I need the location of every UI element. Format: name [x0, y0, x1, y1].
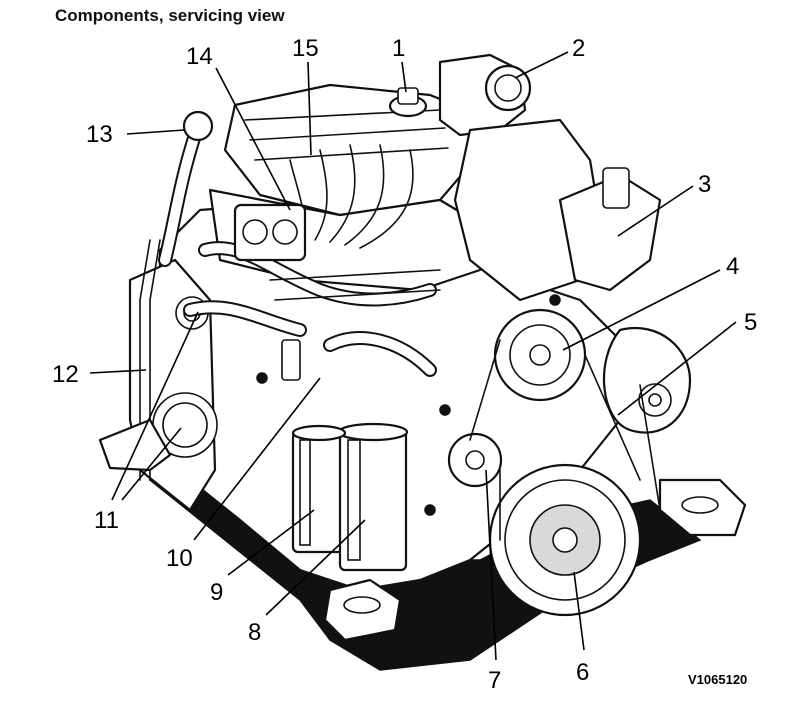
- leader-3: [617, 185, 694, 237]
- leader-2: [514, 51, 569, 79]
- leader-5: [617, 321, 737, 416]
- leader-14: [215, 67, 291, 211]
- callout-9: 9: [210, 579, 223, 606]
- callout-12: 12: [52, 361, 79, 388]
- leader-6: [573, 571, 585, 651]
- callout-6: 6: [576, 659, 589, 686]
- callout-10: 10: [166, 545, 193, 572]
- callouts: 1 2 3 4 5 6 7 8 9 10 11 12 13 14 15: [52, 35, 757, 694]
- leader-8: [265, 519, 366, 616]
- leader-10: [193, 377, 321, 541]
- leader-4: [562, 269, 721, 351]
- callout-15: 15: [292, 35, 319, 62]
- leader-13: [126, 129, 185, 135]
- engine-drawing: [98, 53, 747, 671]
- reference-code: V1065120: [688, 672, 747, 687]
- leader-12: [89, 369, 147, 374]
- callout-14: 14: [186, 43, 213, 70]
- leader-11b: [121, 427, 182, 501]
- callout-3: 3: [698, 171, 711, 198]
- callout-11: 11: [94, 507, 119, 534]
- leader-lines: [89, 51, 737, 661]
- callout-7: 7: [488, 667, 501, 694]
- callout-4: 4: [726, 253, 739, 280]
- page-title: Components, servicing view: [55, 6, 285, 25]
- callout-2: 2: [572, 35, 585, 62]
- callout-1: 1: [392, 35, 405, 62]
- leader-7: [485, 469, 497, 661]
- leader-15: [307, 61, 312, 156]
- leader-11a: [111, 311, 199, 501]
- callout-13: 13: [86, 121, 113, 148]
- leader-1: [401, 61, 407, 93]
- leader-9: [227, 509, 315, 576]
- callout-5: 5: [744, 309, 757, 336]
- callout-8: 8: [248, 619, 261, 646]
